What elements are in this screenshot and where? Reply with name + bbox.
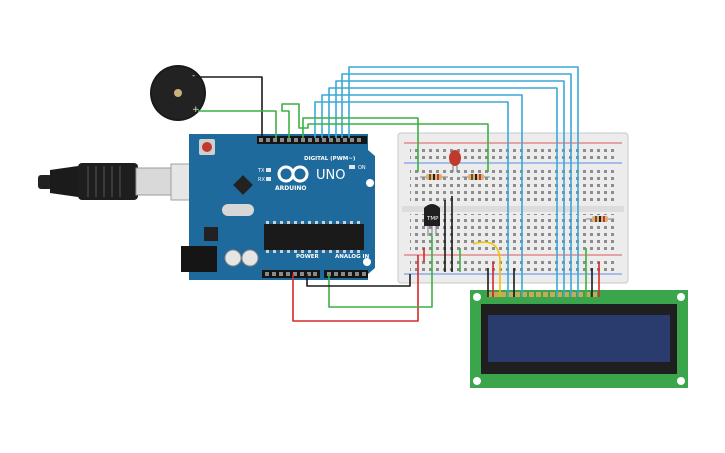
wire-blue-3 [335, 80, 565, 297]
wire-blue-6 [314, 101, 509, 297]
wire-black-gnd [306, 274, 411, 287]
wire-green-2 [281, 103, 489, 172]
wire-blue-2 [341, 73, 572, 297]
analog-header [324, 270, 368, 278]
rx-label: RX [258, 177, 265, 183]
power-header [262, 270, 320, 278]
wire-green-a0 [328, 236, 433, 308]
arduino-uno-board: UNO ARDUINO ON TX RX DIGITAL (PWM~) POWE… [181, 134, 375, 280]
red-led [449, 150, 461, 172]
on-label: ON [358, 165, 366, 171]
power-label: POWER [296, 254, 320, 260]
arduino-logo: UNO ARDUINO [275, 165, 345, 192]
resistor-1 [420, 174, 448, 180]
piezo-buzzer: - + [150, 65, 206, 121]
buzzer-plus-label: + [192, 105, 200, 115]
wire-blue-5 [321, 94, 523, 297]
logo-brand-text: ARDUINO [275, 185, 306, 192]
analog-label: ANALOG IN [335, 254, 370, 260]
usb-cable [38, 163, 202, 201]
buzzer-minus-label: - [192, 71, 195, 81]
resistor-2 [462, 174, 490, 180]
power-jack [181, 246, 217, 272]
wires [196, 66, 600, 322]
logo-uno-text: UNO [316, 168, 345, 183]
wire-buzzer-pin [198, 110, 277, 138]
wire-red-5v [292, 255, 419, 322]
lcd-screen [488, 315, 670, 362]
resistor-3 [586, 216, 614, 222]
lcd-16x2 [470, 290, 688, 388]
wire-blue-4 [328, 87, 558, 297]
tmp-sensor: TMP [424, 204, 440, 236]
tmp-label: TMP [426, 216, 439, 222]
digital-label: DIGITAL (PWM~) [304, 156, 356, 162]
atmega-chip [264, 224, 364, 250]
wire-buzzer-gnd [196, 76, 263, 138]
wire-yellow [472, 241, 501, 297]
tx-label: TX [257, 168, 265, 174]
